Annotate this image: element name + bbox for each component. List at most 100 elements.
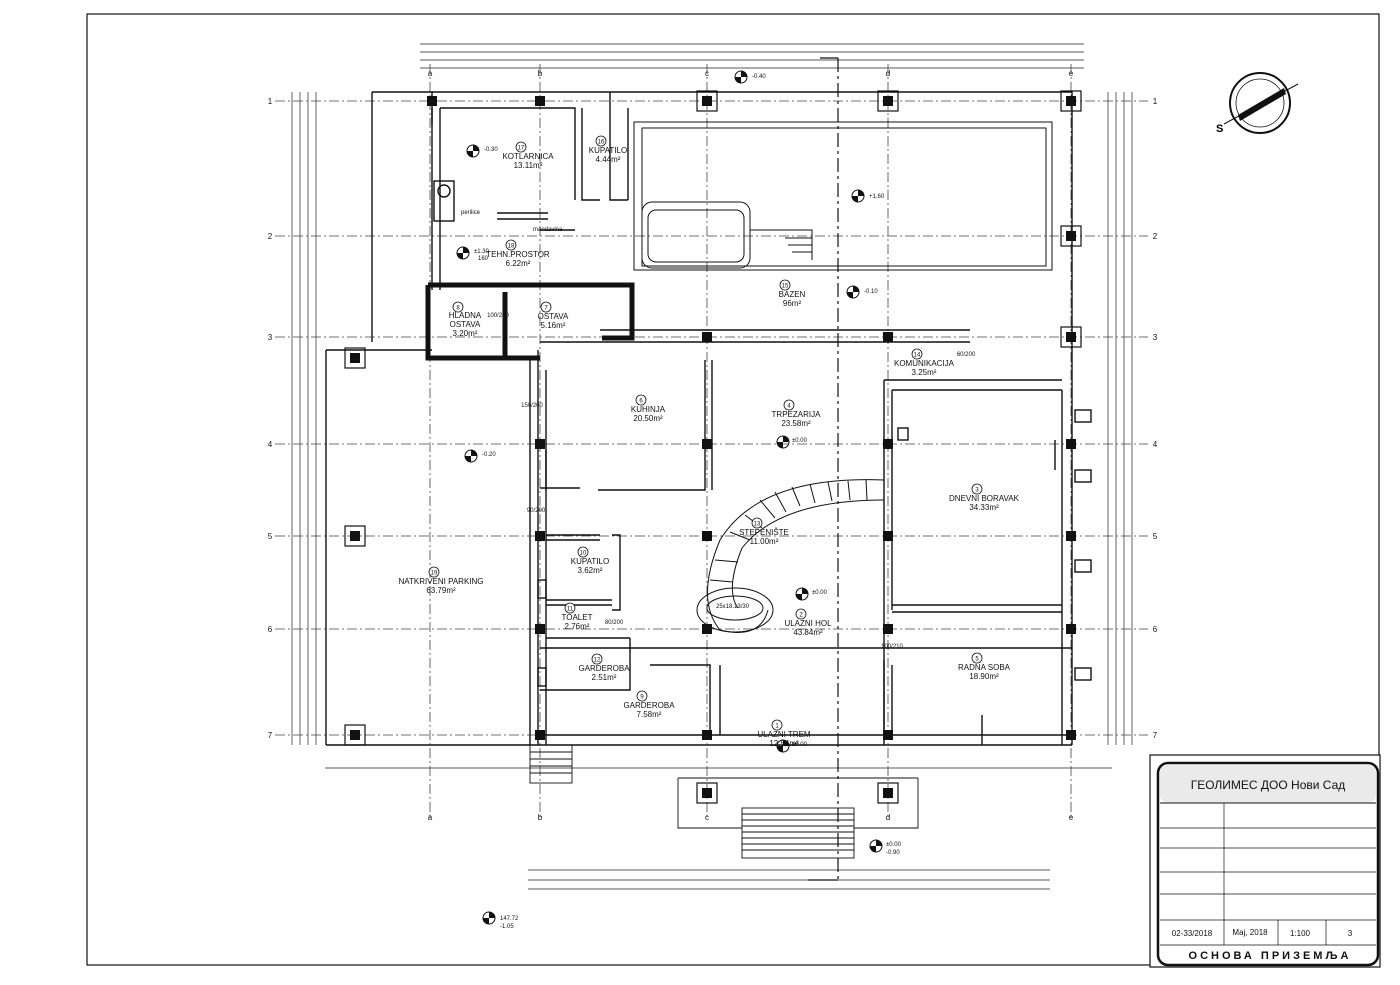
room-name: KUPATILO (589, 146, 627, 155)
room-area: 3.25m² (912, 368, 937, 377)
column (1066, 231, 1076, 241)
title-block-date: Мај, 2018 (1232, 928, 1268, 937)
room-area: 6.22m² (506, 259, 531, 268)
room-name: OSTAVA (450, 320, 481, 329)
level-marker (846, 285, 860, 299)
column-frame (344, 525, 366, 547)
room-name: TRPEZARIJA (772, 410, 822, 419)
room-number: 18 (508, 244, 515, 250)
room-area: 3.62m² (578, 566, 603, 575)
room-area: 63.79m² (426, 586, 456, 595)
door-dim: 60/200 (957, 352, 976, 358)
column-frame (696, 782, 718, 804)
column-frame (1060, 90, 1082, 112)
level-marker (466, 144, 480, 158)
room-number: 8 (456, 306, 460, 312)
cold-storage-walls (425, 282, 635, 361)
swimming-pool (633, 121, 1053, 271)
column (702, 332, 712, 342)
room-name: OSTAVA (538, 312, 569, 321)
room-number: 6 (639, 399, 643, 405)
column (702, 96, 712, 106)
room-name: ULAZNI TREM (757, 730, 811, 739)
room-number: 15 (782, 284, 789, 290)
level-value: ±0.00 (886, 842, 902, 848)
room-number: 13 (754, 522, 761, 528)
structural-columns (344, 90, 1082, 804)
column (702, 624, 712, 634)
axis-label-col-top: a (428, 69, 433, 78)
room-number: 12 (594, 658, 601, 664)
room-area: 34.33m² (969, 503, 999, 512)
level-value: ±0.00 (812, 590, 828, 596)
room-name: TEHN.PROSTOR (486, 250, 550, 259)
column (1066, 624, 1076, 634)
column (535, 439, 545, 449)
column (535, 730, 545, 740)
note-stair: 25x18.13/30 (716, 604, 750, 610)
column (1066, 730, 1076, 740)
column (883, 531, 893, 541)
level-marker (776, 435, 790, 449)
level-value: -0.30 (484, 147, 498, 153)
room-name: GARDEROBA (623, 701, 675, 710)
column (535, 624, 545, 634)
level-value: ±0.00 (792, 438, 808, 444)
axis-label-col-bottom: b (538, 813, 543, 822)
room-area: 18.90m² (969, 672, 999, 681)
note-montavina: mandavina (533, 227, 563, 233)
title-block-company: ГЕОЛИМЕС ДОО Нови Сад (1191, 778, 1346, 792)
column (350, 730, 360, 740)
column (702, 439, 712, 449)
column-frame (344, 724, 366, 746)
dimension-lines (291, 43, 1133, 890)
axis-label-row-left: 4 (268, 440, 273, 449)
room-name: KOMUNIKACIJA (894, 359, 955, 368)
level-value: 160 (478, 256, 489, 262)
room-number: 1 (775, 724, 779, 730)
level-marker (869, 839, 883, 853)
level-value: -0.20 (482, 452, 496, 458)
room-area: 13.11m² (514, 161, 543, 170)
sheet-frame (86, 13, 1380, 966)
room-number: 3 (975, 488, 979, 494)
door-dim: 100/200 (487, 313, 509, 319)
room-name: KUPATILO (571, 557, 609, 566)
column (1066, 96, 1076, 106)
column (427, 96, 437, 106)
level-value: -0.90 (886, 850, 900, 856)
room-name: TOALET (562, 613, 593, 622)
level-value: +1.60 (869, 194, 885, 200)
column (1066, 439, 1076, 449)
room-area: 5.16m² (541, 321, 566, 330)
room-name: DNEVNI BORAVAK (949, 494, 1020, 503)
room-name: STEPENIŠTE (739, 528, 789, 537)
axis-label-col-bottom: a (428, 813, 433, 822)
north-arrow: S (1216, 72, 1299, 135)
column (702, 730, 712, 740)
room-area: 43.84m² (793, 628, 823, 637)
axis-label-col-top: e (1069, 69, 1074, 78)
door-dim: 150/200 (521, 403, 543, 409)
north-arrow-head (1238, 88, 1286, 121)
column-frame (344, 347, 366, 369)
level-value: -0.10 (864, 289, 878, 295)
room-name: ULAZNI HOL (784, 619, 832, 628)
title-block-sheet: 3 (1348, 929, 1353, 938)
room-number: 17 (518, 146, 525, 152)
level-marker (482, 911, 496, 925)
room-number: 5 (975, 657, 979, 663)
column (883, 332, 893, 342)
room-area: 2.51m² (592, 673, 617, 682)
